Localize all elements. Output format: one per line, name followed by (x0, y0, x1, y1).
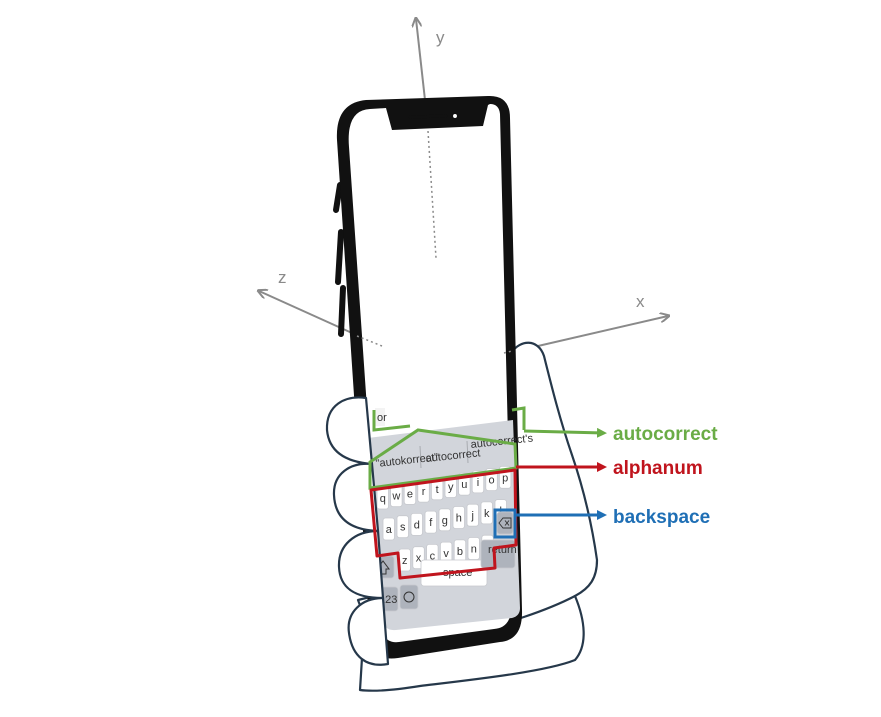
y-axis-label: y (436, 28, 445, 47)
key-label-x: x (416, 553, 422, 565)
key-label-u: u (461, 479, 467, 491)
key-label-r: r (422, 486, 426, 498)
key-label-f: f (429, 517, 433, 529)
key-label-d: d (414, 519, 420, 531)
key-label-v: v (443, 548, 449, 560)
key-label-q: q (380, 493, 386, 505)
backspace-highlight (493, 508, 517, 539)
emoji-key[interactable] (399, 584, 419, 610)
key-label-w: w (391, 491, 400, 503)
emoji-icon (403, 591, 415, 603)
key-f[interactable] (424, 510, 437, 534)
autocorrect-arrow (523, 427, 607, 438)
backspace-key[interactable] (496, 511, 514, 535)
key-label-p: p (502, 472, 508, 484)
key-s[interactable] (396, 515, 409, 539)
suggestion-divider (419, 445, 422, 469)
key-j[interactable] (466, 503, 479, 527)
little-finger (347, 596, 390, 666)
key-label-k: k (484, 508, 490, 520)
key-label-s: s (400, 522, 406, 534)
key-label-n: n (471, 543, 477, 555)
key-label-g: g (442, 515, 448, 527)
notch-speaker (408, 114, 448, 119)
key-label-i: i (477, 477, 479, 489)
backspace-label: backspace (613, 507, 710, 528)
key-label-y: y (448, 481, 454, 493)
key-h[interactable] (452, 506, 465, 529)
x-axis-label: x (636, 292, 645, 311)
side-button-3 (338, 285, 346, 337)
key-k[interactable] (480, 501, 493, 525)
ring-finger (337, 529, 385, 600)
key-label-c: c (430, 550, 436, 562)
key-g[interactable] (438, 508, 451, 532)
middle-finger (332, 462, 380, 533)
side-button-1 (333, 182, 343, 213)
autocorrect-highlight (368, 406, 526, 490)
key-label-t: t (436, 484, 439, 496)
suggestion-divider (466, 440, 469, 464)
key-label-h: h (456, 512, 462, 524)
suggestion-2[interactable]: autocorrect (425, 447, 481, 465)
fingers (325, 396, 390, 666)
key-n[interactable] (467, 537, 480, 560)
key-d[interactable] (410, 513, 423, 536)
side-button-2 (335, 229, 344, 285)
x-axis-through-phone (503, 350, 513, 354)
z-axis (259, 291, 353, 334)
z-axis-label: z (278, 268, 287, 287)
y-axis-through-phone (427, 130, 437, 259)
key-label-z: z (402, 555, 408, 567)
alphanum-highlight (369, 468, 518, 580)
backspace-icon (498, 517, 512, 529)
key-label-o: o (488, 475, 494, 487)
key-label-l: l (500, 506, 502, 518)
key-a[interactable] (382, 517, 395, 541)
alphanum-label: alphanum (613, 458, 703, 479)
camera-icon (451, 112, 459, 120)
index-finger (325, 396, 374, 466)
text-cursor-char: or (377, 412, 387, 424)
key-label-j: j (471, 510, 474, 522)
keyboard: or "autokorrect" autocorrect autocorrect… (368, 408, 534, 631)
autocorrect-label: autocorrect (613, 424, 718, 445)
key-label-e: e (407, 488, 413, 500)
y-axis (416, 19, 426, 101)
key-label-b: b (457, 546, 463, 558)
key-label-a: a (386, 524, 393, 536)
text-input-hint (375, 408, 385, 426)
